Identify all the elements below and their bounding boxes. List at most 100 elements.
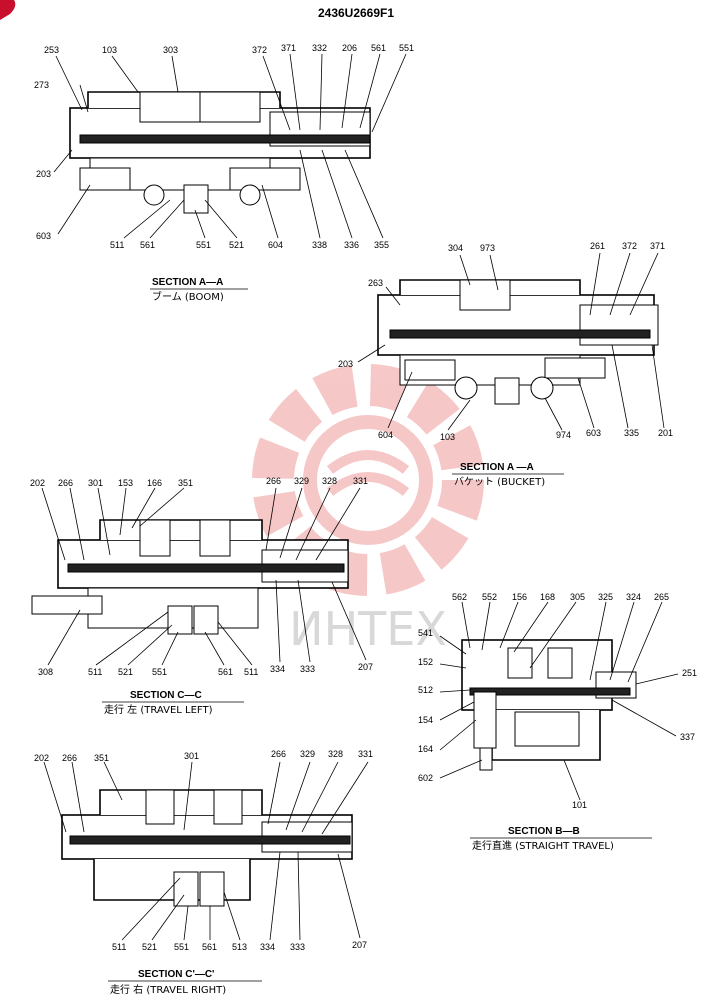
part-label: 168: [540, 592, 555, 602]
section-bb-subcaption: 走行直進 (STRAIGHT TRAVEL): [472, 839, 614, 852]
part-label: 253: [44, 45, 59, 55]
part-label: 273: [34, 80, 49, 90]
part-label: 334: [260, 942, 275, 952]
part-label: 372: [622, 241, 637, 251]
part-label: 266: [62, 753, 77, 763]
part-label: 511: [88, 667, 102, 677]
part-label: 308: [38, 667, 53, 677]
part-label: 331: [353, 476, 368, 486]
part-label: 511: [110, 240, 124, 250]
part-label: 265: [654, 592, 669, 602]
section-bb-drawing: [461, 639, 637, 771]
part-label: 351: [94, 753, 109, 763]
part-label: 301: [88, 478, 103, 488]
part-label: 103: [440, 432, 455, 442]
part-label: 521: [118, 667, 133, 677]
part-label: 261: [590, 241, 605, 251]
part-label: 551: [152, 667, 167, 677]
part-label: 166: [147, 478, 162, 488]
watermark-logo: [252, 364, 484, 596]
part-label: 266: [266, 476, 281, 486]
part-label: 561: [202, 942, 217, 952]
part-label: 603: [36, 231, 51, 241]
part-label: 152: [418, 657, 433, 667]
part-label: 153: [118, 478, 133, 488]
section-aa-boom-caption: SECTION A—A: [152, 277, 223, 288]
part-label: 328: [322, 476, 337, 486]
section-cc-left-part-labels: 202 266 301 153 166 351 266 329 328 331 …: [30, 476, 373, 677]
part-label: 303: [163, 45, 178, 55]
part-label: 511: [244, 667, 258, 677]
part-label: 974: [556, 430, 571, 440]
part-label: 334: [270, 664, 285, 674]
section-aa-bucket-drawing: [377, 279, 659, 405]
section-bb-part-labels: 562 552 156 168 305 325 324 265 541 152 …: [418, 592, 697, 810]
section-aa-boom-part-labels: 253 103 303 372 371 332 206 561 551 273 …: [34, 43, 414, 250]
section-cc-right-part-labels: 202 266 351 301 266 329 328 331 511 521 …: [34, 749, 373, 952]
part-label: 207: [352, 940, 367, 950]
part-label: 103: [102, 45, 117, 55]
part-label: 513: [232, 942, 247, 952]
part-label: 201: [658, 428, 673, 438]
part-label: 512: [418, 685, 433, 695]
part-label: 324: [626, 592, 641, 602]
section-aa-boom-drawing: [69, 91, 371, 214]
part-label: 372: [252, 45, 267, 55]
part-label: 355: [374, 240, 389, 250]
part-label: 604: [268, 240, 283, 250]
part-label: 266: [58, 478, 73, 488]
part-label: 331: [358, 749, 373, 759]
part-label: 973: [480, 243, 495, 253]
part-label: 521: [142, 942, 157, 952]
part-label: 301: [184, 751, 199, 761]
corner-mark: [0, 0, 16, 20]
section-cc-left-caption: SECTION C—C: [130, 690, 202, 701]
watermark-text: ИНТЕХ: [289, 602, 447, 656]
part-label: 206: [342, 43, 357, 53]
part-label: 335: [624, 428, 639, 438]
section-bb-leaders: [439, 601, 679, 801]
part-label: 202: [34, 753, 49, 763]
part-label: 551: [399, 43, 414, 53]
part-label: 371: [650, 241, 665, 251]
part-label: 603: [586, 428, 601, 438]
part-label: 602: [418, 773, 433, 783]
section-bb-caption: SECTION B—B: [508, 826, 580, 837]
part-label: 541: [418, 628, 433, 638]
part-label: 551: [196, 240, 211, 250]
part-label: 164: [418, 744, 433, 754]
part-label: 328: [328, 749, 343, 759]
section-cc-right-caption: SECTION C'—C': [138, 969, 214, 980]
part-label: 207: [358, 662, 373, 672]
part-label: 521: [229, 240, 244, 250]
section-aa-boom-leaders: [53, 53, 407, 239]
section-cc-right-subcaption: 走行 右 (TRAVEL RIGHT): [110, 983, 226, 996]
part-label: 154: [418, 715, 433, 725]
part-label: 263: [368, 278, 383, 288]
section-cc-left-drawing: [31, 519, 349, 635]
section-aa-bucket-subcaption: バケット (BUCKET): [454, 476, 545, 488]
section-cc-left-leaders: [41, 487, 367, 666]
section-aa-bucket-part-labels: 304 973 261 372 371 263 203 604 103 974 …: [338, 241, 673, 442]
part-label: 329: [294, 476, 309, 486]
section-cc-right-drawing: [61, 789, 353, 907]
section-aa-boom-subcaption: ブーム (BOOM): [152, 290, 224, 303]
part-label: 333: [290, 942, 305, 952]
part-label: 562: [452, 592, 467, 602]
part-label: 336: [344, 240, 359, 250]
part-label: 156: [512, 592, 527, 602]
section-aa-bucket-leaders: [357, 252, 665, 431]
part-label: 333: [300, 664, 315, 674]
part-label: 561: [218, 667, 233, 677]
part-label: 251: [682, 668, 697, 678]
section-cc-left-subcaption: 走行 左 (TRAVEL LEFT): [104, 703, 213, 716]
part-label: 551: [174, 942, 189, 952]
part-label: 371: [281, 43, 296, 53]
part-label: 511: [112, 942, 126, 952]
part-label: 332: [312, 43, 327, 53]
part-label: 203: [338, 359, 353, 369]
part-label: 561: [371, 43, 386, 53]
section-aa-bucket-caption: SECTION A —A: [460, 462, 534, 473]
part-label: 337: [680, 732, 695, 742]
